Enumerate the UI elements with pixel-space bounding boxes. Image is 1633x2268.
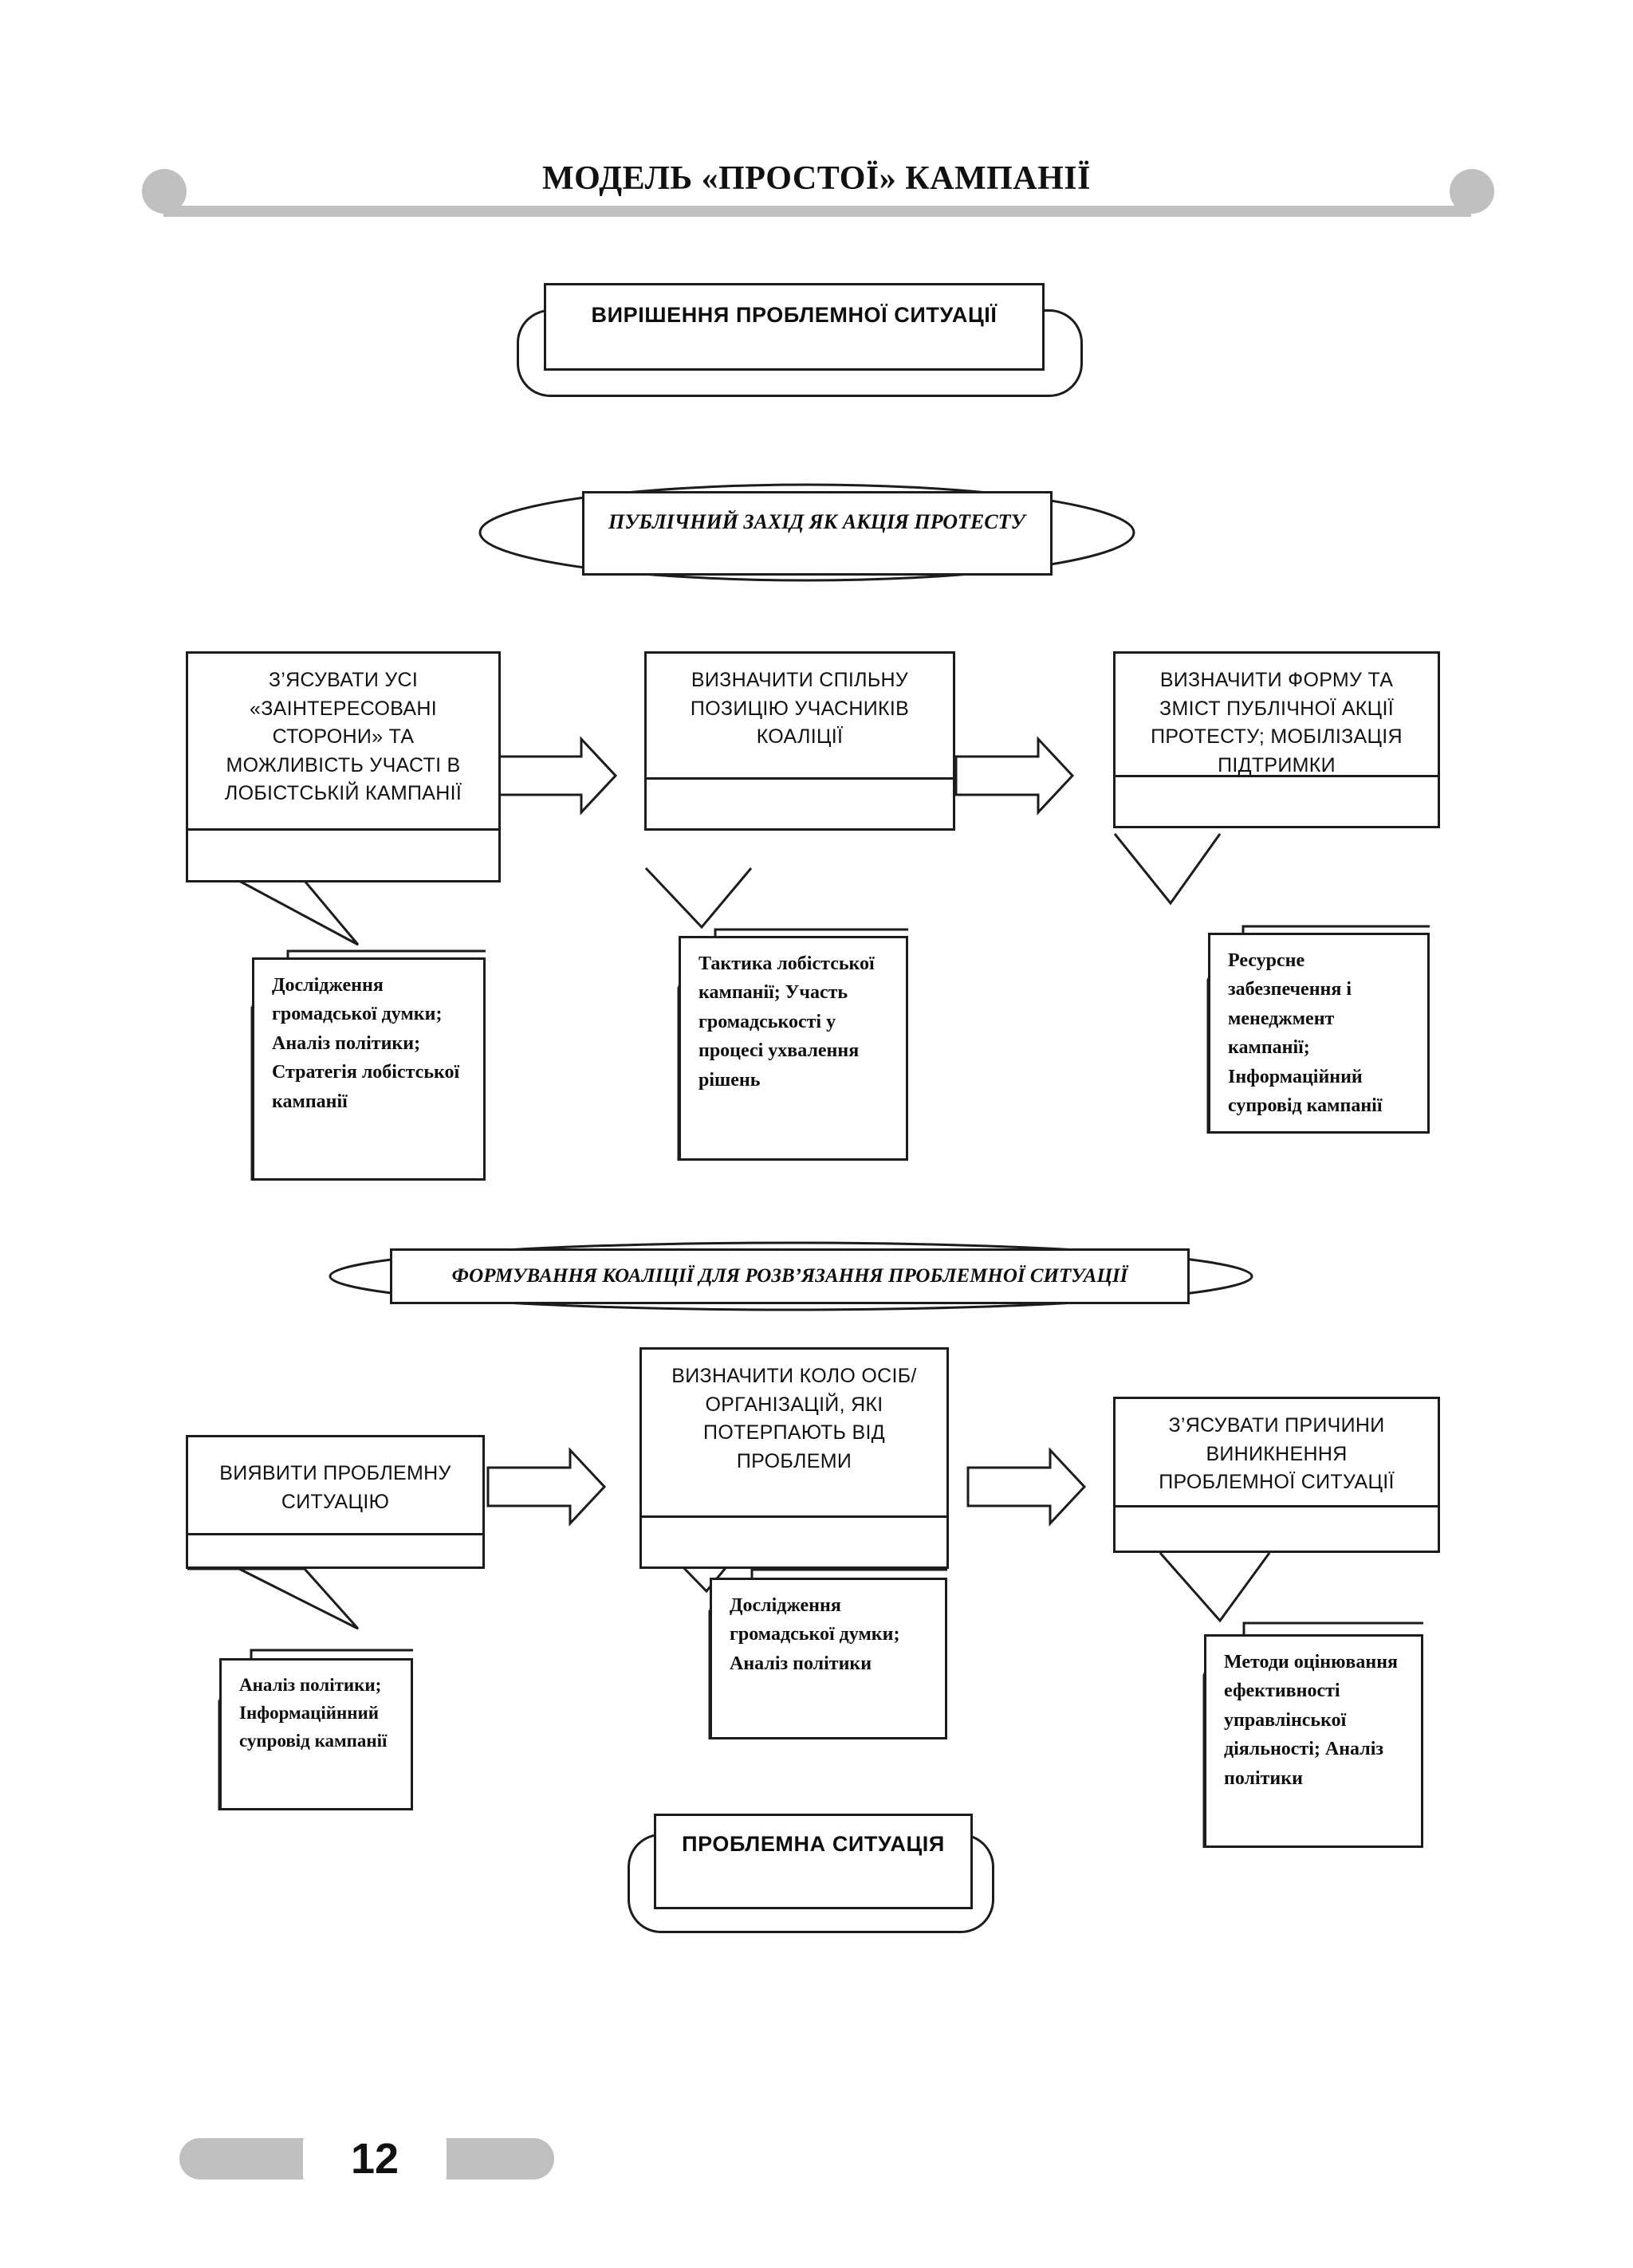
page-title: МОДЕЛЬ «ПРОСТОЇ» КАМПАНІЇ	[542, 160, 1091, 197]
note-upper-3-body: Ресурсне забезпечення і менеджмент кампа…	[1208, 933, 1430, 1134]
page-header: МОДЕЛЬ «ПРОСТОЇ» КАМПАНІЇ	[0, 0, 1633, 239]
page-number: 12	[303, 2133, 447, 2184]
callout-tail-lower-1	[187, 1567, 360, 1630]
note-lower-2-label: Дослідження громадської думки; Аналіз по…	[730, 1595, 900, 1674]
note-lower-3-body: Методи оцінювання ефективності управлінс…	[1204, 1634, 1423, 1848]
arrow-lower-2-3	[966, 1447, 1087, 1527]
step-lower-3-divider	[1113, 1505, 1440, 1507]
note-lower-1-body: Аналіз політики; Інформаційнний супровід…	[219, 1658, 413, 1810]
callout-tail-upper-3	[1113, 833, 1222, 906]
step-upper-3-label: ВИЗНАЧИТИ ФОРМУ ТА ЗМІСТ ПУБЛІЧНОЇ АКЦІЇ…	[1151, 669, 1403, 776]
arrow-lower-1-2	[486, 1447, 607, 1527]
note-upper-2-label: Тактика лобістської кампанії; Участь гро…	[698, 953, 875, 1091]
note-upper-1: Дослідження громадської думки; Аналіз по…	[230, 926, 486, 1181]
step-upper-1-label: З’ЯСУВАТИ УСІ «ЗАІНТЕРЕСОВАНІ СТОРОНИ» Т…	[224, 669, 462, 804]
note-lower-3: Методи оцінювання ефективності управлінс…	[1192, 1617, 1423, 1848]
step-lower-1-label: ВИЯВИТИ ПРОБЛЕМНУ СИТУАЦІЮ	[219, 1462, 451, 1513]
top-banner-box: ВИРІШЕННЯ ПРОБЛЕМНОЇ СИТУАЦІЇ	[544, 283, 1045, 371]
header-rule	[163, 206, 1471, 217]
bottom-banner-box: ПРОБЛЕМНА СИТУАЦІЯ	[654, 1814, 973, 1909]
arrow-upper-1-2	[498, 736, 618, 816]
callout-tail-lower-3	[1159, 1552, 1271, 1623]
step-lower-3: З’ЯСУВАТИ ПРИЧИНИ ВИНИКНЕННЯ ПРОБЛЕМНОЇ …	[1113, 1397, 1440, 1553]
note-upper-3-label: Ресурсне забезпечення і менеджмент кампа…	[1228, 950, 1383, 1117]
step-upper-2: ВИЗНАЧИТИ СПІЛЬНУ ПОЗИЦІЮ УЧАСНИКІВ КОАЛ…	[644, 651, 955, 831]
note-upper-2-body: Тактика лобістської кампанії; Участь гро…	[679, 936, 908, 1161]
note-upper-1-label: Дослідження громадської думки; Аналіз по…	[272, 975, 460, 1112]
step-lower-3-label: З’ЯСУВАТИ ПРИЧИНИ ВИНИКНЕННЯ ПРОБЛЕМНОЇ …	[1159, 1414, 1395, 1493]
note-lower-1: Аналіз політики; Інформаційнний супровід…	[202, 1641, 413, 1810]
step-lower-2-label: ВИЗНАЧИТИ КОЛО ОСІБ/ОРГАНІЗАЦІЙ, ЯКІ ПОТ…	[671, 1365, 917, 1472]
top-banner-label: ВИРІШЕННЯ ПРОБЛЕМНОЇ СИТУАЦІЇ	[591, 303, 998, 327]
phase-1-label: ПУБЛІЧНИЙ ЗАХІД ЯК АКЦІЯ ПРОТЕСТУ	[608, 510, 1025, 533]
note-upper-2: Тактика лобістської кампанії; Участь гро…	[661, 907, 908, 1161]
note-lower-2-body: Дослідження громадської думки; Аналіз по…	[710, 1578, 947, 1739]
phase-2-box: ФОРМУВАННЯ КОАЛІЦІЇ ДЛЯ РОЗВ’ЯЗАННЯ ПРОБ…	[390, 1248, 1190, 1304]
arrow-upper-2-3	[954, 736, 1075, 816]
step-upper-1: З’ЯСУВАТИ УСІ «ЗАІНТЕРЕСОВАНІ СТОРОНИ» Т…	[186, 651, 501, 882]
phase-1-box: ПУБЛІЧНИЙ ЗАХІД ЯК АКЦІЯ ПРОТЕСТУ	[582, 491, 1053, 576]
step-lower-1-divider	[186, 1533, 485, 1535]
note-upper-3: Ресурсне забезпечення і менеджмент кампа…	[1190, 909, 1430, 1134]
step-upper-1-divider	[186, 828, 501, 831]
step-upper-3: ВИЗНАЧИТИ ФОРМУ ТА ЗМІСТ ПУБЛІЧНОЇ АКЦІЇ…	[1113, 651, 1440, 828]
step-upper-2-label: ВИЗНАЧИТИ СПІЛЬНУ ПОЗИЦІЮ УЧАСНИКІВ КОАЛ…	[690, 669, 910, 748]
note-lower-3-label: Методи оцінювання ефективності управлінс…	[1224, 1652, 1399, 1789]
header-dot-left-icon	[142, 169, 187, 214]
note-upper-1-body: Дослідження громадської думки; Аналіз по…	[252, 957, 486, 1181]
header-dot-right-icon	[1450, 169, 1494, 214]
note-lower-2: Дослідження громадської думки; Аналіз по…	[700, 1568, 947, 1739]
step-lower-1: ВИЯВИТИ ПРОБЛЕМНУ СИТУАЦІЮ	[186, 1435, 485, 1569]
note-lower-1-label: Аналіз політики; Інформаційнний супровід…	[239, 1675, 388, 1751]
step-upper-2-divider	[644, 777, 955, 780]
step-lower-2-divider	[639, 1515, 949, 1518]
footer-rule-right	[427, 2138, 554, 2180]
bottom-banner-label: ПРОБЛЕМНА СИТУАЦІЯ	[682, 1832, 945, 1856]
step-upper-3-divider	[1113, 775, 1440, 777]
step-lower-2: ВИЗНАЧИТИ КОЛО ОСІБ/ОРГАНІЗАЦІЙ, ЯКІ ПОТ…	[639, 1347, 949, 1569]
phase-2-label: ФОРМУВАННЯ КОАЛІЦІЇ ДЛЯ РОЗВ’ЯЗАННЯ ПРОБ…	[451, 1265, 1128, 1287]
